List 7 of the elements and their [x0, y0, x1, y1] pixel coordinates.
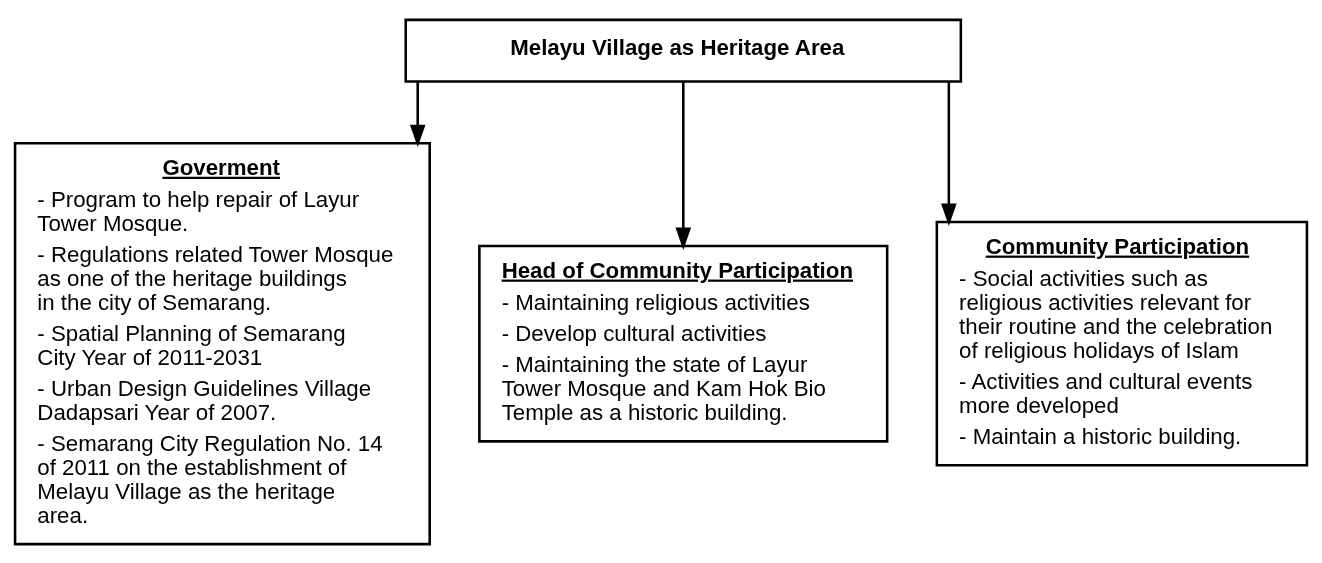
node-box: Community Participation - Social activities such as religious activities relevant for their routine and the celebration of religious holidays of Islam - Activities and cultural events more developed - Maintain a historic building. [935, 220, 1309, 467]
arrow [941, 81, 957, 226]
node-box: Head of Community Participation - Maintaining religious activities - Develop cultural activities - Maintaining the state of Layur Tower Mosque and Kam Hok Bio Temple as a historic building. [478, 244, 889, 443]
node-box: Melayu Village as Heritage Area [404, 18, 963, 83]
arrow [409, 81, 426, 147]
node-box: Goverment - Program to help repair of Layur Tower Mosque. - Regulations related Tower Mosque as one of the heritage buildings in the city of Semarang. - Spatial Planning of Semarang City Year of 2011-2031 - Urban Design Guidelines Village Dadapsari Year of 2007. - Semarang City Regulation No. 14 of 2011 on the establishment of Melayu Village as the heritage area. [13, 141, 431, 545]
arrow [675, 81, 692, 250]
